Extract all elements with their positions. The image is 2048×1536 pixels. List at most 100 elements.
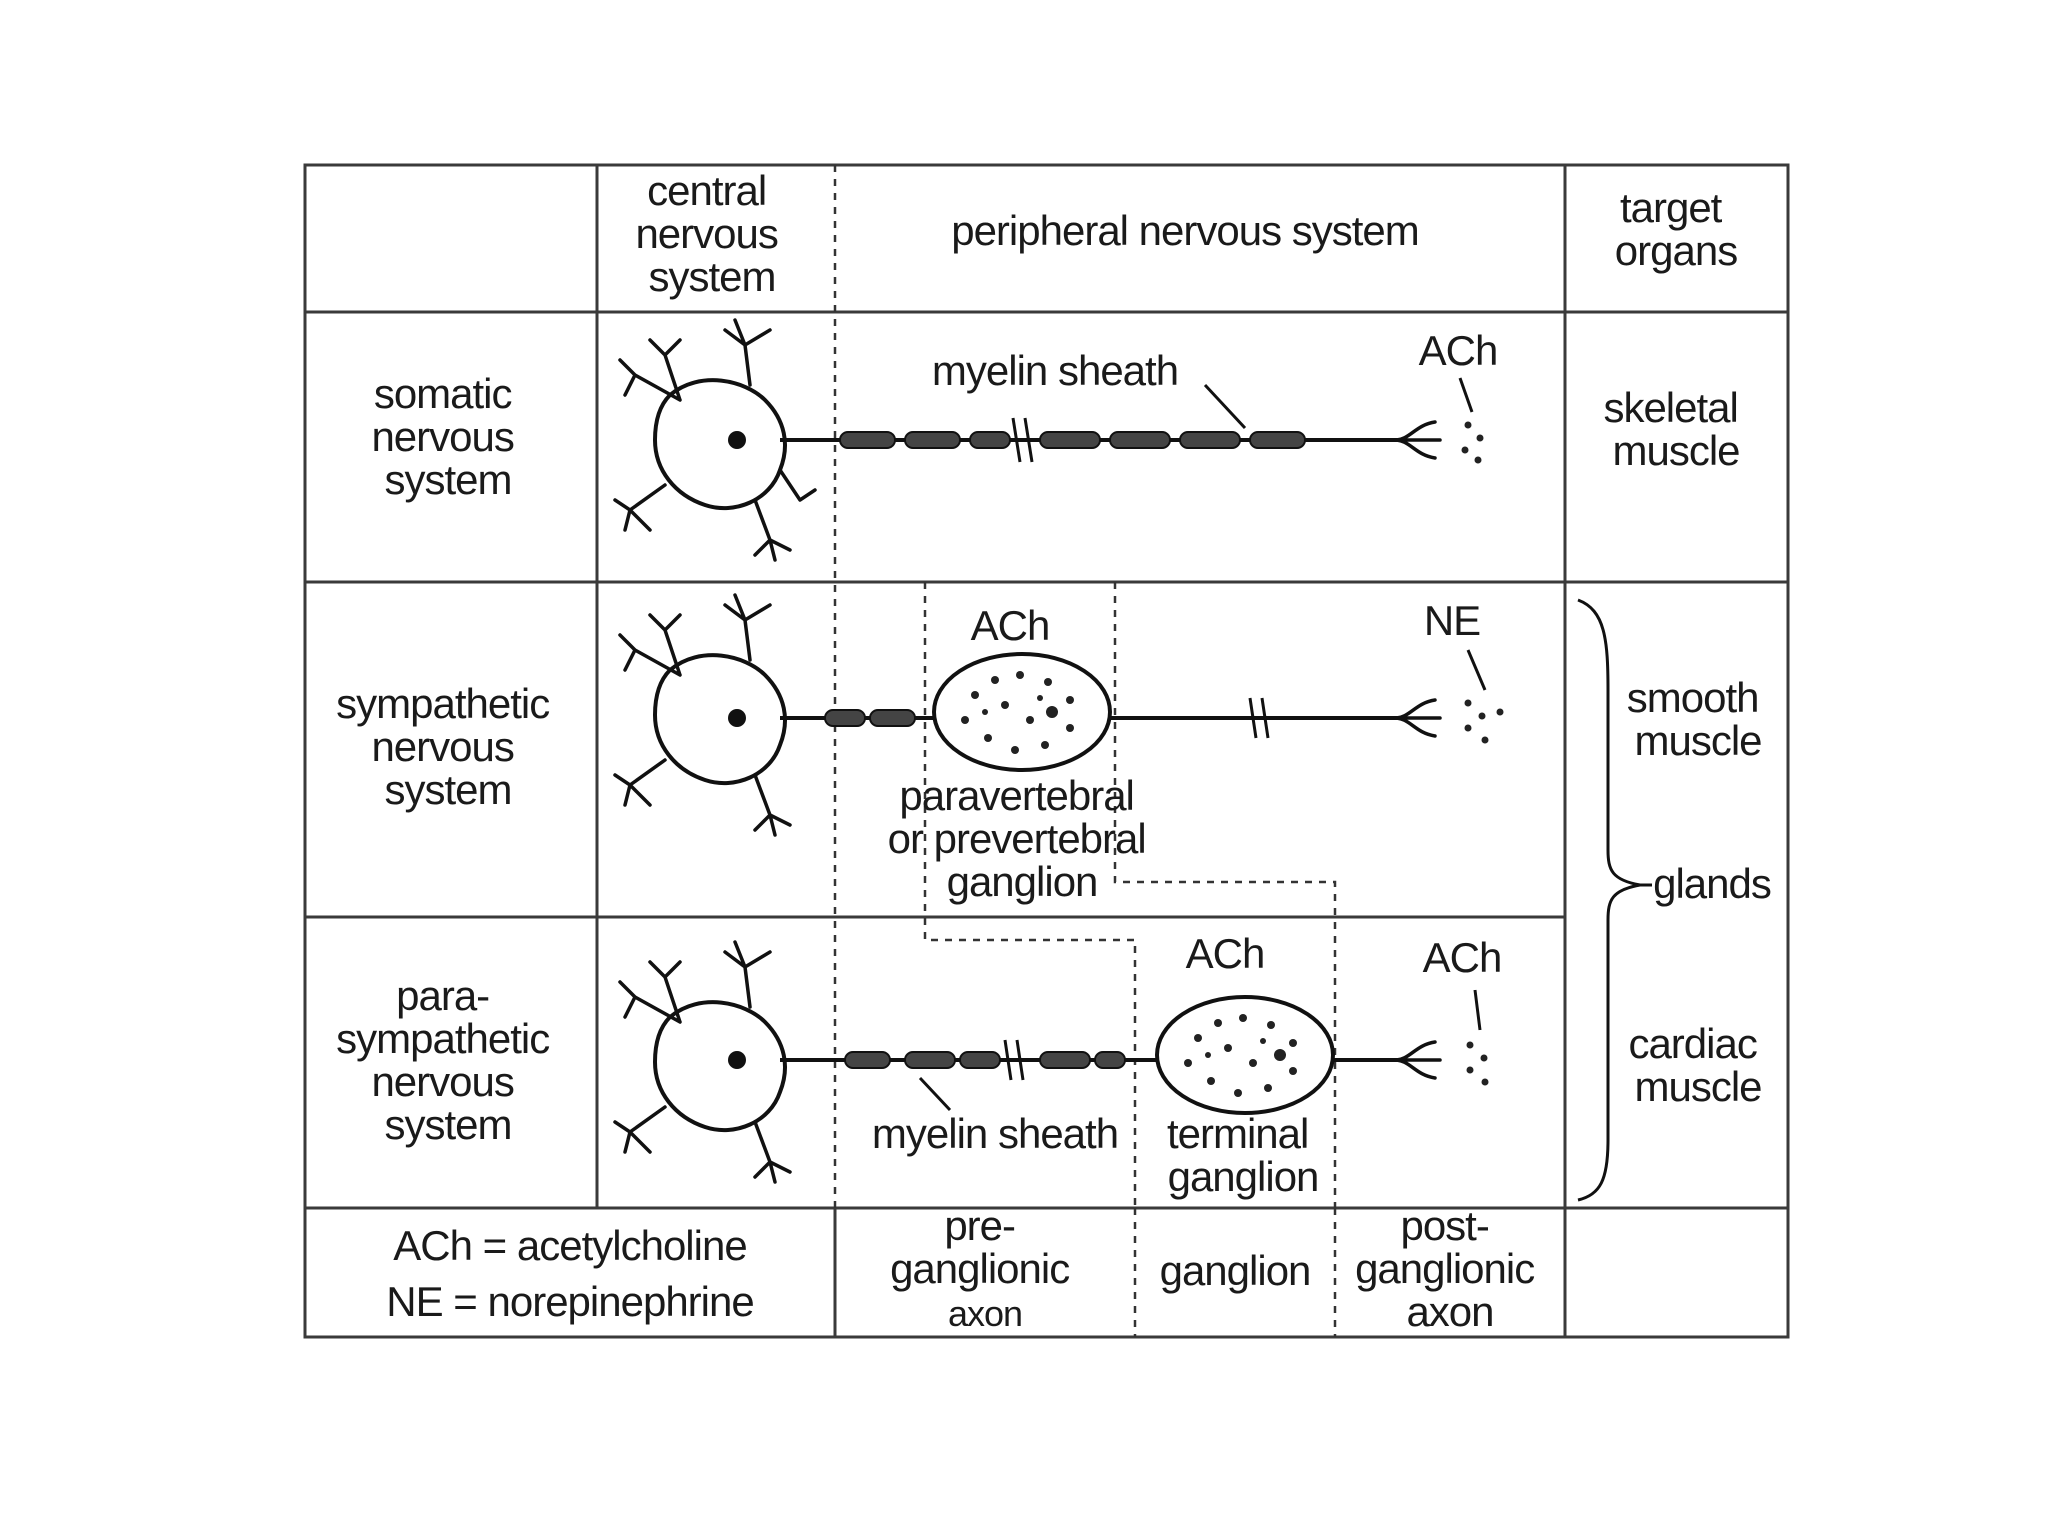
header-target-label: target organs [1615,184,1737,274]
sympathetic-dendrite-4 [753,773,792,837]
sympathetic-ne-label: NE [1424,597,1480,644]
somatic-neuron [613,318,1484,562]
target-brace [1577,598,1641,1202]
sympathetic-ganglion-ach-label: ACh [971,602,1050,649]
footer-post-line-2: ganglionic [1355,1245,1534,1292]
somatic-myelin-segments [839,431,1306,449]
parasympathetic-myelin-label: myelin sheath [872,1110,1118,1157]
terminal-ganglion-line-2: ganglion [1168,1153,1319,1200]
sympathetic-ganglion [932,652,1112,772]
parasympathetic-transmitter-dots [1466,1041,1489,1086]
sympathetic-dendrite-1 [618,613,682,677]
somatic-label-line-2: nervous [371,413,513,460]
footer-post-line-3: axon [1406,1288,1493,1335]
sympathetic-axon-break [1248,697,1270,739]
somatic-dendrite-4 [753,498,792,562]
cardiac-line-1: cardiac [1628,1020,1756,1067]
parasympathetic-row-label: para- sympathetic nervous system [336,972,560,1148]
parasympathetic-myelin-4 [1039,1051,1091,1069]
parasympathetic-ganglion-texture [1184,1014,1297,1097]
somatic-dendrite-5 [778,468,817,502]
legend-ach: ACh = acetylcholine [393,1222,746,1269]
parasympathetic-dendrite-4 [753,1120,792,1184]
sympathetic-myelin-2 [869,709,916,727]
sympathetic-row-label: sympathetic nervous system [336,680,560,813]
somatic-myelin-label: myelin sheath [932,347,1178,394]
parasympathetic-soma [652,1000,787,1133]
header-cns-line-1: central [647,167,766,214]
header-cns-line-2: nervous [635,210,777,257]
somatic-soma [652,378,787,511]
dashed-boundaries [833,165,1337,1337]
sympathetic-transmitter-dots [1464,699,1504,744]
header-cns-label: central nervous system [635,167,788,300]
header-target-line-1: target [1620,184,1723,231]
sympathetic-label-line-2: nervous [371,723,513,770]
parasympathetic-label-line-3: nervous [371,1058,513,1105]
somatic-myelin-2 [904,431,961,449]
smooth-line-2: muscle [1634,717,1761,764]
cardiac-muscle-label: cardiac muscle [1628,1020,1767,1110]
parasympathetic-label-line-1: para- [396,972,489,1019]
somatic-myelin-4 [1039,431,1101,449]
somatic-myelin-6 [1179,431,1241,449]
sympathetic-axon-terminal [1393,698,1442,738]
parasympathetic-label-line-2: sympathetic [336,1015,549,1062]
skeletal-muscle-label: skeletal muscle [1603,384,1748,474]
parasympathetic-myelin-2 [904,1051,956,1069]
parasympathetic-ganglion-ach-label: ACh [1186,930,1265,977]
somatic-nucleus [728,431,746,449]
terminal-ganglion-label: terminal ganglion [1167,1110,1319,1200]
parasympathetic-label-line-4: system [384,1101,511,1148]
somatic-myelin-1 [839,431,896,449]
somatic-myelin-7 [1249,431,1306,449]
terminal-ganglion-line-1: terminal [1167,1110,1308,1157]
somatic-myelin-3 [969,431,1011,449]
footer-pre-line-1: pre- [944,1202,1015,1249]
sympathetic-ganglion-label: paravertebral or prevertebral ganglion [888,772,1157,905]
sympathetic-ganglion-line-2: or prevertebral [888,815,1146,862]
parasympathetic-myelin-segments [844,1051,1126,1069]
sympathetic-ganglion-line-1: paravertebral [899,772,1133,819]
somatic-row-label: somatic nervous system [371,370,524,503]
parasympathetic-dendrite-1 [618,960,682,1024]
sympathetic-neuron [613,593,1504,837]
parasympathetic-dendrite-3 [613,1105,667,1154]
footer-postganglionic-label: post- ganglionic axon [1355,1202,1545,1335]
sympathetic-ganglion-line-3: ganglion [947,858,1098,905]
sympathetic-myelin-segments [824,709,916,727]
sympathetic-ne-pointer [1466,649,1487,691]
table-border [303,163,1790,1339]
cardiac-line-2: muscle [1634,1063,1761,1110]
somatic-dendrite-3 [613,483,667,532]
footer-post-line-1: post- [1400,1202,1488,1249]
footer-pre-line-3: axon [948,1293,1022,1334]
header-target-line-2: organs [1615,227,1737,274]
parasympathetic-myelin-1 [844,1051,891,1069]
parasympathetic-axon-break [1003,1039,1025,1081]
somatic-cell-body [613,318,817,562]
parasympathetic-myelin-3 [959,1051,1001,1069]
somatic-ach-pointer [1458,377,1474,413]
somatic-myelin-5 [1109,431,1171,449]
footer-pre-line-2: ganglionic [890,1245,1069,1292]
somatic-myelin-pointer [1203,383,1247,430]
parasympathetic-cell-body [613,940,792,1184]
somatic-label-line-1: somatic [374,370,512,417]
somatic-dendrite-2 [723,318,772,387]
header-cns-line-3: system [648,253,775,300]
somatic-ach-label: ACh [1419,327,1498,374]
footer-preganglionic-label: pre- ganglionic axon [890,1202,1080,1334]
sympathetic-soma [652,653,787,786]
table-grid [303,163,1790,1339]
smooth-muscle-label: smooth muscle [1627,674,1769,764]
sympathetic-ganglion-texture [961,671,1074,754]
sympathetic-label-line-3: system [384,766,511,813]
somatic-axon-break [1011,417,1034,463]
parasympathetic-myelin-5 [1094,1051,1126,1069]
skeletal-line-1: skeletal [1603,384,1737,431]
parasympathetic-myelin-pointer [918,1076,952,1112]
sympathetic-nucleus [728,709,746,727]
parasympathetic-ach-label: ACh [1423,934,1502,981]
